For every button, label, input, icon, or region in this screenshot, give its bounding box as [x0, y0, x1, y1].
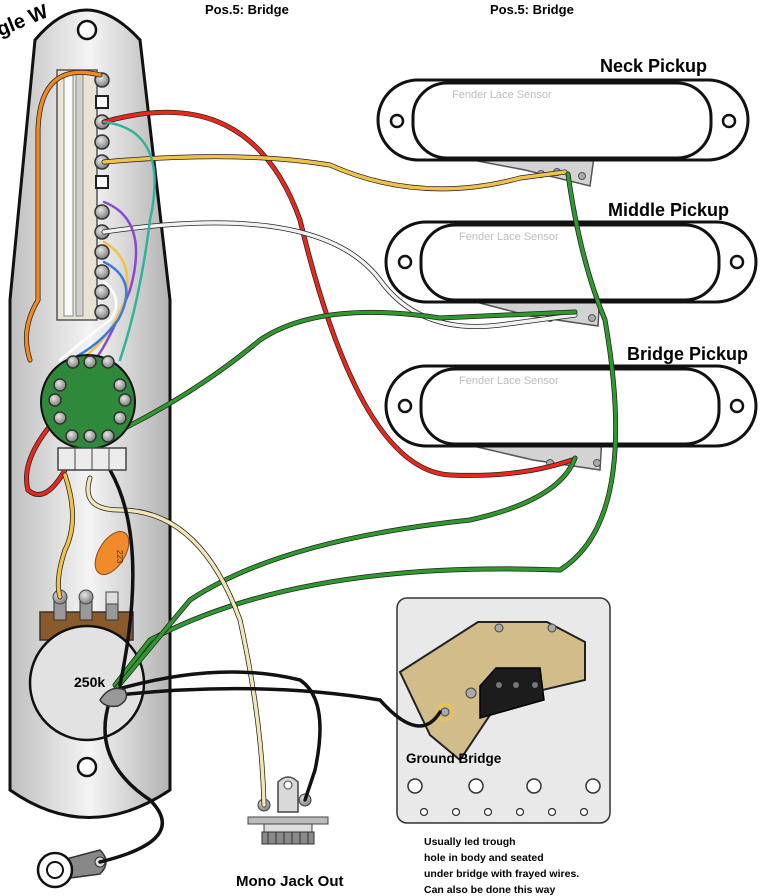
red-wire — [102, 110, 574, 478]
pcb-lug — [83, 355, 97, 369]
string-hole — [579, 807, 589, 817]
pickup-name: Neck Pickup — [600, 56, 707, 76]
pcb-lug — [113, 378, 127, 392]
middle-pickup: Fender Lace Sensor Middle Pickup — [384, 200, 758, 327]
screw-hole — [76, 19, 98, 41]
string-hole — [547, 807, 557, 817]
yellow-wire — [102, 154, 567, 191]
pcb-lug — [53, 378, 67, 392]
note-line: hole in body and seated — [424, 852, 544, 864]
pcb-lug — [65, 429, 79, 443]
screw-hole — [76, 756, 98, 778]
pickup-name: Bridge Pickup — [627, 344, 748, 364]
position-label: Pos.5: Bridge — [490, 2, 574, 17]
selector-switch — [56, 69, 98, 321]
pickup-brand: Fender Lace Sensor — [452, 89, 552, 101]
neck-pickup: Fender Lace Sensor Neck Pickup — [376, 56, 750, 187]
switch-lug — [94, 284, 110, 300]
pcb-lug — [101, 429, 115, 443]
pcb-lug — [66, 355, 80, 369]
pcb-lugs — [48, 355, 132, 443]
note-line: under bridge with frayed wires. — [424, 868, 579, 880]
capacitor-code: 223 — [115, 550, 124, 564]
pcb-lug — [83, 429, 97, 443]
pot-value-label: 250k — [74, 674, 105, 690]
black-wire — [113, 670, 322, 802]
bridge-note: Usually led trough hole in body and seat… — [424, 836, 579, 896]
string-hole — [419, 807, 429, 817]
pcb-lug — [101, 355, 115, 369]
bridge-pickup: Fender Lace Sensor Bridge Pickup — [384, 344, 758, 471]
jack-label: Mono Jack Out — [236, 873, 344, 890]
black-wire — [98, 698, 164, 864]
cream-wire — [86, 476, 266, 807]
wires — [23, 69, 619, 864]
string-hole — [515, 807, 525, 817]
switch-lug — [94, 204, 110, 220]
pickup-brand: Fender Lace Sensor — [459, 375, 559, 387]
capacitor: 223 — [94, 531, 130, 575]
note-line: Usually led trough — [424, 836, 516, 848]
switch-lug-square — [95, 175, 109, 189]
mono-jack — [247, 776, 329, 845]
position-label: Pos.5: Bridge — [205, 2, 289, 17]
tone-pot: 250k — [28, 589, 146, 742]
switch-lug — [94, 134, 110, 150]
black-wire — [108, 468, 135, 687]
switch-lug-square — [95, 95, 109, 109]
pcb-lug — [53, 411, 67, 425]
switch-lugs — [94, 72, 110, 320]
ground-bridge-plate — [396, 597, 611, 824]
string-hole — [483, 807, 493, 817]
solder-joint — [99, 687, 128, 708]
orange-wire — [24, 70, 102, 362]
ground-bridge-label: Ground Bridge — [406, 751, 502, 766]
pcb-lug — [113, 411, 127, 425]
switch-lug — [94, 304, 110, 320]
ground-lug — [36, 849, 107, 889]
black-wire — [116, 686, 442, 728]
white-wire — [102, 221, 577, 329]
switch-lug — [94, 244, 110, 260]
pcb-lug — [118, 393, 132, 407]
switch-lug — [94, 264, 110, 280]
green-wire — [113, 456, 577, 692]
pickup-brand: Fender Lace Sensor — [459, 231, 559, 243]
bridge-string-holes — [419, 807, 589, 817]
pcb-lug — [48, 393, 62, 407]
terminal-block — [57, 447, 127, 471]
pickup-name: Middle Pickup — [608, 200, 729, 220]
string-hole — [451, 807, 461, 817]
green-wire — [123, 310, 577, 430]
note-line: Can also be done this way — [424, 884, 555, 896]
green-wire — [113, 172, 618, 687]
